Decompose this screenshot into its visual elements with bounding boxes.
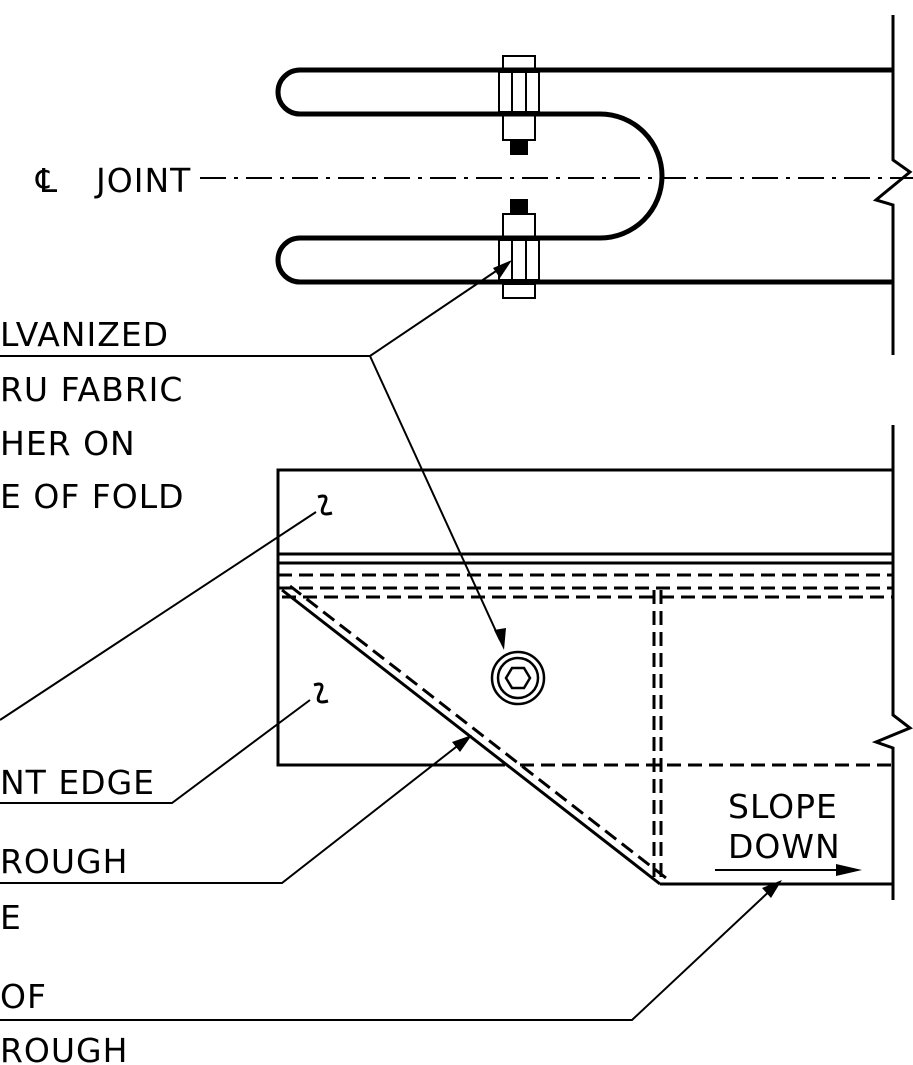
- upper-bolt: [498, 55, 540, 155]
- cl-joint-label: JOINT: [94, 161, 191, 200]
- lower-bolt: [498, 199, 540, 299]
- plan-view: SLOPE DOWN: [276, 425, 913, 900]
- top-view: ℄ JOINT: [35, 15, 913, 355]
- note-bolt-line-1: LVANIZED: [0, 315, 169, 354]
- note-bolt-line-3: HER ON: [0, 424, 136, 463]
- leader-edge: [0, 699, 311, 804]
- arrowhead-trough-1: [452, 735, 472, 752]
- arrowhead-trough-2: [762, 880, 782, 898]
- slope-label-2: DOWN: [728, 827, 841, 866]
- note-trough-2-line-2: ROUGH: [0, 1031, 128, 1065]
- upper-fold-loop: [275, 67, 893, 241]
- note-trough-1-line-1: ROUGH: [0, 842, 128, 881]
- note-trough-1-line-2: E: [0, 898, 22, 937]
- lower-fold-loop: [275, 235, 893, 285]
- fold-symbol-upper: [317, 494, 333, 516]
- leader-trough-2: [0, 885, 776, 1021]
- slope-label-1: SLOPE: [728, 787, 838, 826]
- slope-arrow-head: [836, 864, 862, 876]
- panel-outline: [276, 468, 893, 767]
- note-bolt-line-4: E OF FOLD: [0, 477, 185, 516]
- diagonal-fold-hidden: [289, 584, 667, 880]
- arrowhead-bolt-lower: [494, 628, 506, 650]
- note-trough-2-line-1: OF: [0, 977, 47, 1016]
- centerline-symbol: ℄: [35, 161, 58, 200]
- leader-fold-upper: [0, 511, 317, 721]
- fold-symbol-lower: [313, 682, 329, 704]
- arrowhead-bolt-upper: [493, 260, 512, 278]
- note-bolt-line-2: RU FABRIC: [0, 370, 183, 409]
- leader-trough-1: [0, 739, 466, 884]
- notes: LVANIZED RU FABRIC HER ON E OF FOLD NT E…: [0, 315, 185, 1065]
- bolt-head-plan: [490, 650, 546, 706]
- note-edge: NT EDGE: [0, 763, 155, 802]
- diagonal-fold: [281, 588, 661, 886]
- leader-bolt-lower: [369, 355, 501, 641]
- break-line-lower: [871, 425, 913, 900]
- leaders: [0, 260, 782, 1021]
- break-line-upper: [872, 15, 913, 355]
